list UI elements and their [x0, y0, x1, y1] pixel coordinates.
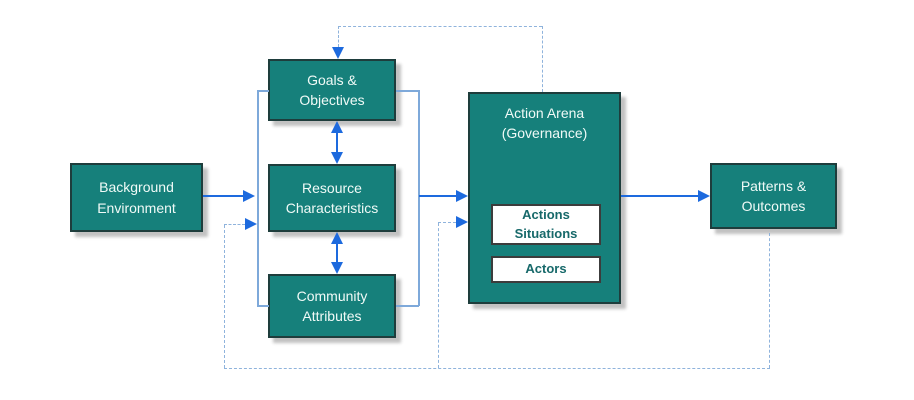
node-label-line: Objectives: [299, 92, 365, 108]
arrow-resource-community-up-head-icon: [331, 232, 343, 244]
left-bracket-line: [257, 90, 259, 306]
node-label-line: Background: [99, 179, 174, 196]
feedback-top-right-vertical: [542, 26, 543, 92]
node-action-arena: Action Arena (Governance) Actions Situat…: [468, 92, 621, 304]
node-label-line: Goals &: [307, 71, 357, 88]
feedback-to-arena-stub: [438, 222, 456, 223]
node-resource-characteristics: Resource Characteristics: [268, 164, 396, 232]
feedback-top-horizontal: [338, 26, 542, 27]
right-bracket-line: [418, 90, 420, 306]
arrow-goals-resource-up-head-icon: [331, 121, 343, 133]
arrow-context-to-arena-line: [419, 195, 457, 197]
inner-label-line: Situations: [514, 225, 578, 241]
feedback-to-context-head-icon: [245, 218, 257, 230]
arrow-background-to-context-head-icon: [243, 190, 255, 202]
feedback-to-arena-head-icon: [456, 216, 468, 228]
node-actors: Actors: [491, 256, 601, 283]
arrow-goals-resource-down-head-icon: [331, 152, 343, 164]
node-label-line: Characteristics: [285, 200, 379, 216]
arrow-arena-to-patterns-line: [621, 195, 698, 197]
node-goals-objectives: Goals & Objectives: [268, 59, 396, 121]
node-label-line: Outcomes: [741, 198, 806, 214]
node-label-line: Resource: [302, 179, 362, 196]
arrow-resource-community-down-head-icon: [331, 262, 343, 274]
right-bracket-stub-bottom: [396, 305, 419, 307]
feedback-to-goals-head-icon: [332, 47, 344, 59]
node-label-line: Action Arena: [504, 105, 585, 121]
arrow-goals-resource-line: [336, 130, 338, 155]
feedback-bottom-left-vertical: [224, 225, 225, 368]
arrow-context-to-arena-head-icon: [456, 190, 468, 202]
node-patterns-outcomes: Patterns & Outcomes: [710, 163, 837, 229]
feedback-to-context-stub: [224, 224, 245, 225]
node-label-line: Environment: [97, 199, 176, 216]
feedback-bottom-right-vertical: [769, 233, 770, 368]
arrow-resource-community-line: [336, 241, 338, 265]
node-background-environment: Background Environment: [70, 163, 203, 232]
arrow-background-to-context-line: [203, 195, 244, 197]
node-label-line: (Governance): [501, 125, 588, 142]
node-label-line: Attributes: [302, 308, 362, 324]
right-bracket-stub-top: [396, 90, 419, 92]
feedback-top-left-vertical: [338, 26, 339, 47]
feedback-middle-vertical: [438, 223, 439, 368]
feedback-bottom-horizontal: [224, 368, 770, 369]
node-actions-situations: Actions Situations: [491, 204, 601, 245]
node-community-attributes: Community Attributes: [268, 274, 396, 338]
inner-label-line: Actors: [525, 261, 567, 277]
node-label-line: Patterns &: [740, 177, 807, 194]
left-bracket-stub-top: [257, 90, 269, 92]
inner-label-line: Actions: [522, 207, 570, 223]
node-label-line: Community: [296, 287, 368, 304]
left-bracket-stub-bottom: [257, 305, 269, 307]
arrow-arena-to-patterns-head-icon: [698, 190, 710, 202]
